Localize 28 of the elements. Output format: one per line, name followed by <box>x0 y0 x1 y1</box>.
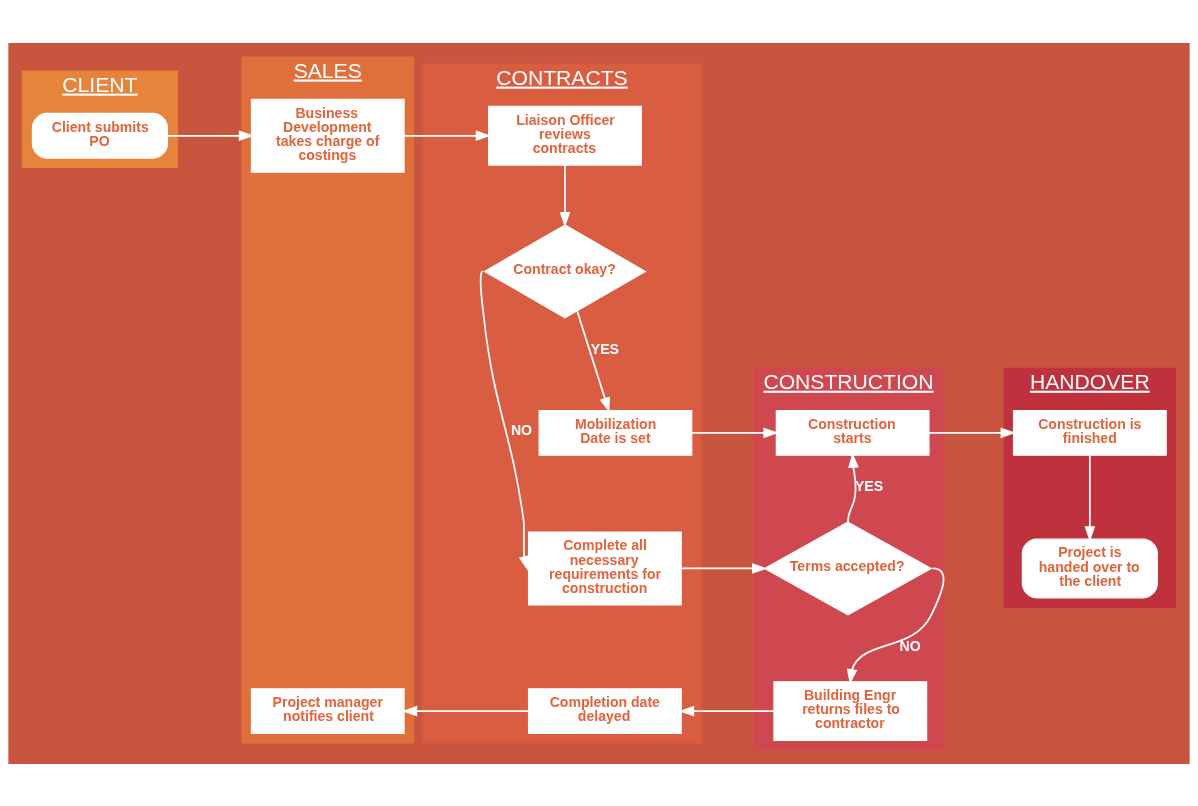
node-box: Building Engr returns files to contractor <box>773 680 928 741</box>
arrow <box>403 129 491 141</box>
node-box: Complete all necessary requirements for construction <box>527 531 682 605</box>
node-box: Liaison Officer reviews contracts <box>488 105 642 166</box>
arrow <box>678 705 775 716</box>
arrow <box>1084 454 1096 542</box>
arrow <box>576 309 610 413</box>
node-diamond: Contract okay? <box>483 223 647 318</box>
arrow <box>479 270 530 571</box>
node-box: Project is handed over to the client <box>1021 538 1158 598</box>
arrow <box>928 427 1016 438</box>
node-box: Project manager notifies client <box>250 687 405 734</box>
arrow <box>680 562 768 574</box>
node-box: Construction is finished <box>1012 409 1167 456</box>
arrow <box>401 705 530 716</box>
node-diamond: Terms accepted? <box>763 520 933 616</box>
arrow <box>691 427 779 438</box>
node-box: Completion date delayed <box>527 687 682 734</box>
node-box: Mobilization Date is set <box>538 409 693 456</box>
node-box: Client submits PO <box>31 112 169 159</box>
edge-label: YES <box>590 340 619 357</box>
edge-label: YES <box>854 477 884 494</box>
edge-label: NO <box>899 637 921 654</box>
edge-label: NO <box>510 421 533 438</box>
arrow <box>847 452 859 523</box>
arrow <box>559 163 571 227</box>
node-box: Business Development takes charge of costings <box>250 98 405 173</box>
node-box: Construction starts <box>775 409 930 456</box>
